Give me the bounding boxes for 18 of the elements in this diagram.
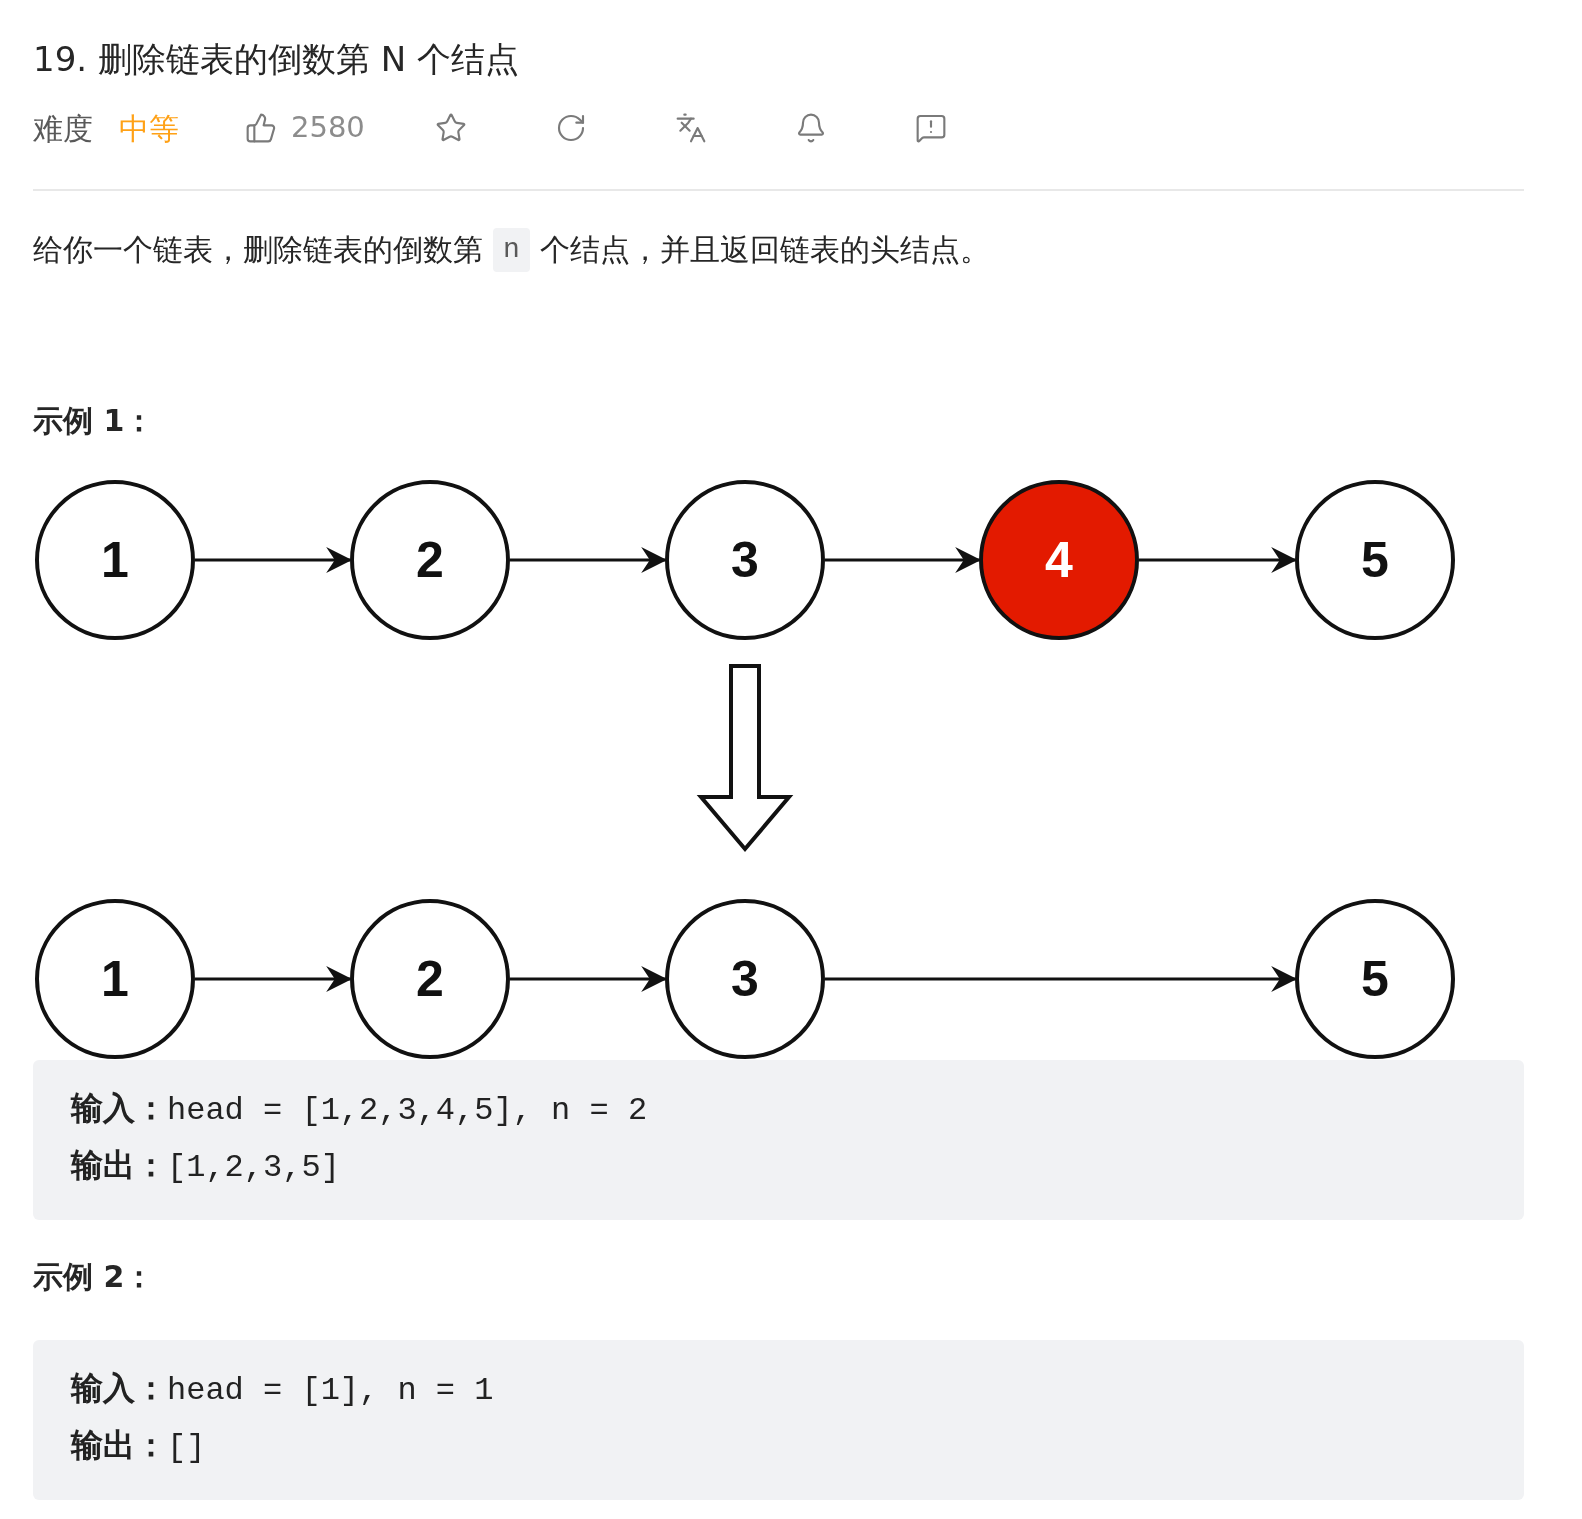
- field-label: 输入：: [71, 1368, 167, 1408]
- like-count: 2580: [291, 109, 365, 147]
- example-heading: 示例 2：: [33, 1258, 155, 1296]
- field-label: 输出：: [71, 1425, 167, 1465]
- description-text: 给你一个链表，删除链表的倒数第: [33, 231, 483, 269]
- code-text: head = [1,2,3,4,5], n = 2: [167, 1091, 648, 1131]
- difficulty-value: 中等: [119, 109, 179, 148]
- field-label: 输入：: [71, 1088, 167, 1128]
- problem-title: 19. 删除链表的倒数第 N 个结点: [33, 38, 519, 81]
- field-label: 输出：: [71, 1145, 167, 1185]
- block-arrow: [696, 664, 794, 853]
- code-text: head = [1], n = 1: [167, 1371, 494, 1411]
- example-heading: 示例 1：: [33, 402, 155, 440]
- description-text: 个结点，并且返回链表的头结点。: [539, 231, 990, 269]
- inline-code: n: [493, 228, 530, 272]
- code-text: []: [167, 1428, 206, 1468]
- difficulty-label: 难度: [33, 109, 93, 148]
- code-text: [1,2,3,5]: [167, 1148, 340, 1188]
